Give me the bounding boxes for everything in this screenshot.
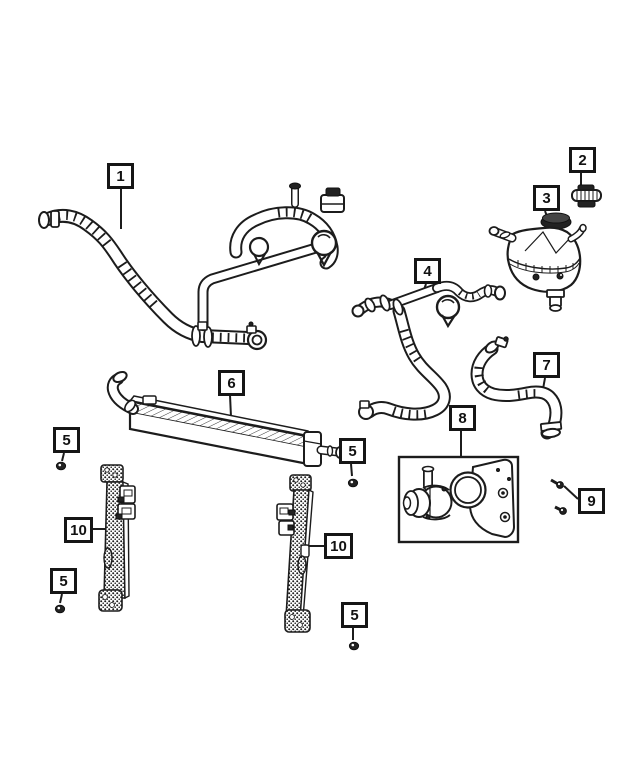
callout-1[interactable]: 1	[107, 163, 134, 189]
callout-leader-lines	[59, 173, 582, 640]
part-2-pressure-cap	[571, 184, 602, 208]
callout-10b[interactable]: 10	[324, 533, 353, 559]
callout-8[interactable]: 8	[449, 405, 476, 431]
part-4-heater-hose-assembly	[351, 280, 506, 421]
callout-5a[interactable]: 5	[53, 427, 80, 453]
part-3-coolant-reservoir	[488, 212, 587, 312]
part-10-bracket-left	[98, 464, 136, 612]
callout-10a[interactable]: 10	[64, 517, 93, 543]
callout-3[interactable]: 3	[533, 185, 560, 211]
callout-9[interactable]: 9	[578, 488, 605, 514]
callout-5c[interactable]: 5	[50, 568, 77, 594]
callout-4[interactable]: 4	[414, 258, 441, 284]
part-8-aux-pump-assembly	[397, 455, 520, 544]
part-5-screws	[54, 461, 360, 651]
callout-5b[interactable]: 5	[339, 438, 366, 464]
callout-2[interactable]: 2	[569, 147, 596, 173]
callout-6[interactable]: 6	[218, 370, 245, 396]
part-1-radiator-hose-assembly	[38, 182, 345, 351]
callout-5d[interactable]: 5	[341, 602, 368, 628]
callout-7[interactable]: 7	[533, 352, 560, 378]
part-6-oil-cooler	[106, 370, 345, 467]
part-9-screws	[550, 478, 567, 515]
part-10-bracket-right	[276, 474, 314, 633]
part-7-hose	[470, 336, 563, 440]
